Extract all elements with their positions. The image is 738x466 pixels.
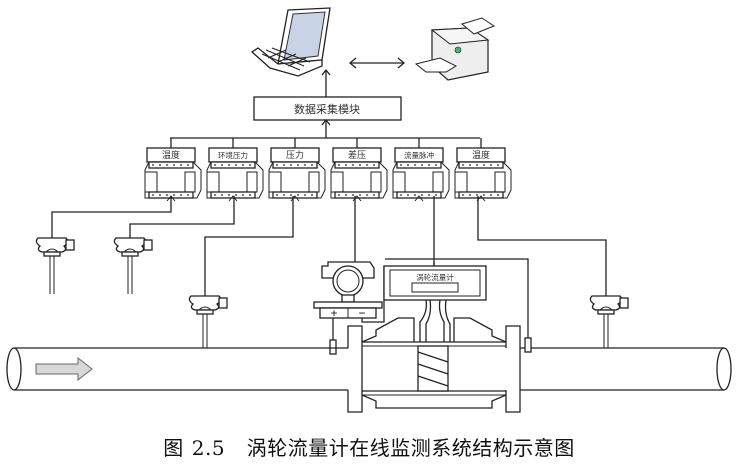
data-acquisition-module: 数据采集模块 (170, 96, 480, 139)
flow-direction-arrow (35, 356, 93, 382)
turbine-flowmeter: 涡轮流量计 (347, 262, 521, 413)
terminal-minus: − (358, 309, 366, 319)
wiring (51, 196, 607, 344)
laptop-icon (250, 7, 331, 77)
data-module-label: 数据采集模块 (294, 102, 360, 116)
ambient-pressure-sensor (113, 237, 153, 294)
pressure-tap-right (524, 337, 532, 353)
temperature-sensor-ambient (35, 237, 75, 294)
pipe-left (6, 347, 348, 391)
sensor-group (35, 237, 629, 348)
module-1: 温度 (144, 138, 202, 202)
module-label: 温度 (162, 149, 180, 161)
link-arrow (348, 57, 406, 69)
module-4: 差压 (330, 138, 388, 202)
terminal-plus: + (330, 309, 338, 319)
module-3: 压力 (268, 138, 326, 202)
figure-caption: 图 2.5 涡轮流量计在线监测系统结构示意图 (0, 432, 738, 461)
module-6: 温度 (454, 138, 512, 202)
module-label: 压力 (286, 149, 304, 161)
module-label: 温度 (472, 149, 490, 161)
figure-label: 图 (163, 436, 184, 460)
figure-title: 涡轮流量计在线监测系统结构示意图 (246, 436, 575, 460)
module-group: 温度 环境压力 压力 差压 流量脉冲 温度 (144, 138, 512, 202)
printer-icon (414, 17, 496, 81)
pressure-transmitter: + − (313, 261, 385, 355)
pipe-right (520, 347, 732, 391)
laptop-module-link (321, 68, 331, 97)
module-label: 流量脉冲 (404, 150, 434, 160)
module-label: 环境压力 (218, 150, 248, 160)
module-2: 环境压力 (206, 138, 264, 202)
module-5: 流量脉冲 (392, 138, 450, 202)
figure-number: 2.5 (191, 436, 226, 460)
pressure-sensor-pipe (188, 295, 228, 348)
module-label: 差压 (348, 149, 366, 161)
temperature-sensor-pipe (589, 295, 629, 348)
flowmeter-display-label: 涡轮流量计 (416, 272, 454, 282)
